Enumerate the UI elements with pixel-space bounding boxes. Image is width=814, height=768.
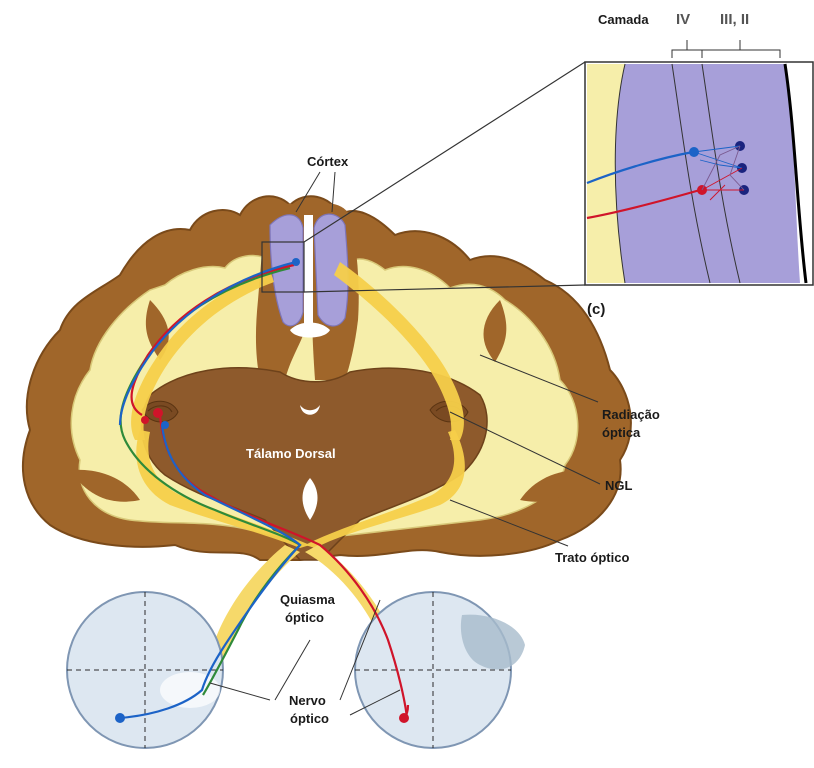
- label-nervo-1: Nervo: [289, 693, 326, 708]
- lgn-blue-dot: [161, 421, 169, 429]
- retina-blue-dot: [115, 713, 125, 723]
- label-radiacao-2: óptica: [602, 425, 641, 440]
- lgn-red-dot-2: [141, 416, 149, 424]
- label-panel-c: (c): [587, 301, 605, 318]
- retina-red-dot: [399, 713, 409, 723]
- brain-section: [23, 196, 631, 560]
- retina-right: [355, 592, 525, 748]
- label-ngl: NGL: [605, 478, 633, 493]
- label-radiacao-1: Radiação: [602, 407, 660, 422]
- label-trato: Trato óptico: [555, 550, 629, 565]
- label-quiasma-1: Quiasma: [280, 592, 336, 607]
- midline-fissure: [304, 215, 313, 338]
- label-layer-iv: IV: [676, 11, 690, 28]
- label-layer-iii-ii: III, II: [720, 11, 749, 28]
- lgn-red-dot: [153, 408, 163, 418]
- retina-left: [67, 592, 223, 748]
- label-nervo-2: óptico: [290, 711, 329, 726]
- label-camada: Camada: [598, 12, 649, 27]
- cortex-blue-dot: [292, 258, 300, 266]
- label-talamo: Tálamo Dorsal: [246, 446, 336, 461]
- label-quiasma-2: óptico: [285, 610, 324, 625]
- label-cortex: Córtex: [307, 154, 349, 169]
